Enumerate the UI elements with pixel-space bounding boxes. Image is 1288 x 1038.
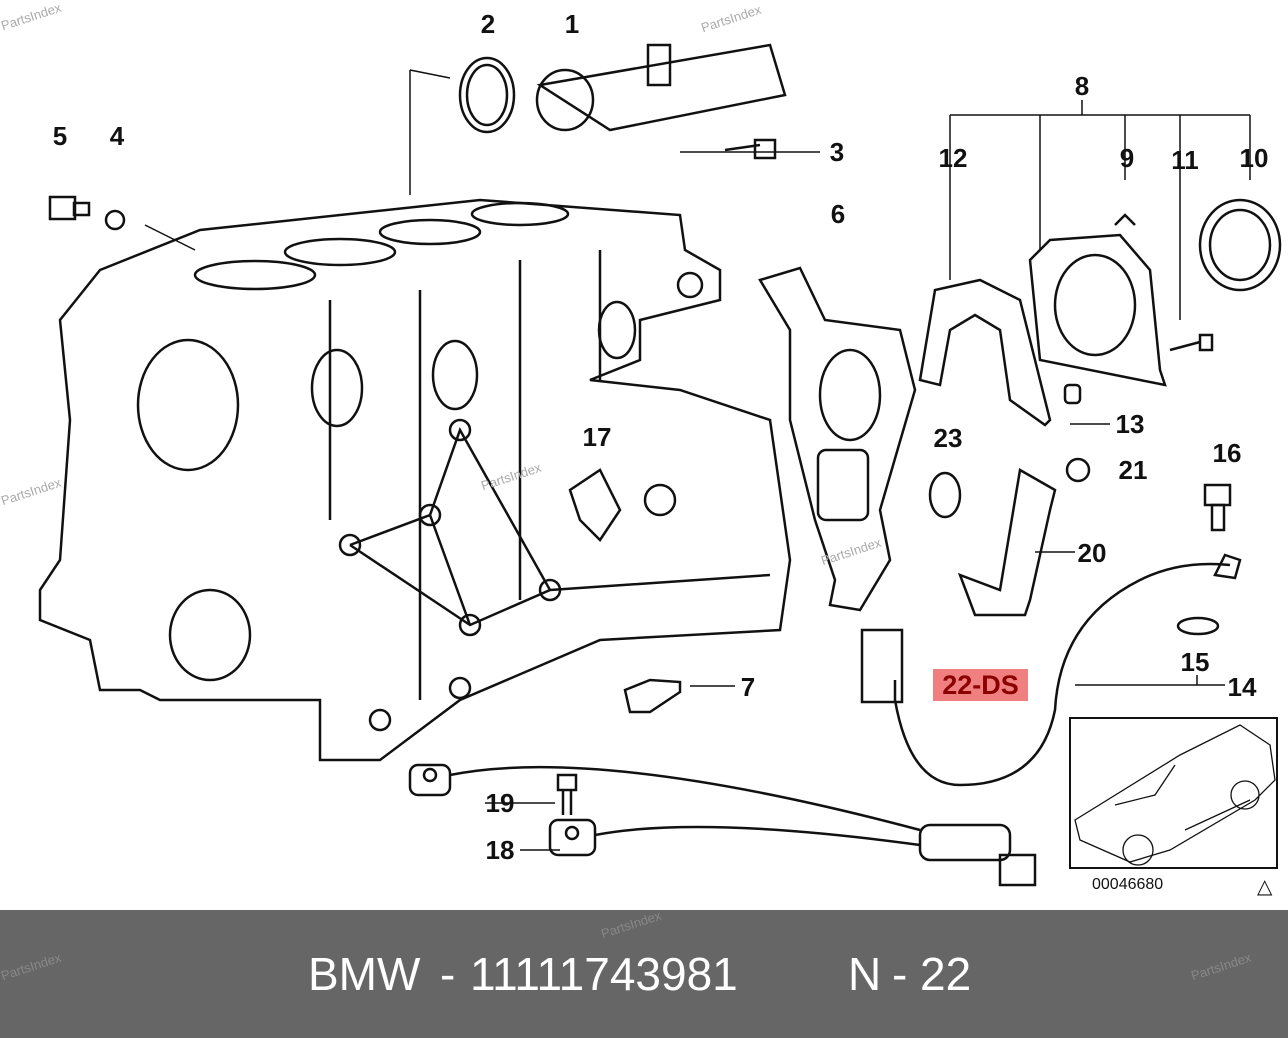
callout-7[interactable]: 7 — [740, 672, 756, 702]
callout-23[interactable]: 23 — [933, 423, 963, 453]
callout-2[interactable]: 2 — [480, 9, 496, 39]
separator: - — [440, 948, 456, 1000]
footer-bar: BMW - 11111743981 N - 22 PartsIndex Part… — [0, 907, 1288, 1038]
parts-diagram — [38, 43, 1282, 887]
callout-16[interactable]: 16 — [1212, 438, 1242, 468]
watermark: PartsIndex — [1189, 949, 1253, 984]
callout-12[interactable]: 12 — [938, 143, 968, 173]
warning-triangle-icon: △ — [1257, 876, 1273, 898]
callout-8[interactable]: 8 — [1074, 71, 1090, 101]
position-label: N — [848, 948, 882, 1000]
callout-15[interactable]: 15 — [1180, 647, 1210, 677]
callout-13[interactable]: 13 — [1115, 409, 1145, 439]
engine-block — [38, 198, 792, 762]
callout-17[interactable]: 17 — [582, 422, 612, 452]
callout-10[interactable]: 10 — [1239, 143, 1269, 173]
part-number: 11111743981 — [470, 948, 738, 1000]
callout-21[interactable]: 21 — [1118, 455, 1148, 485]
watermark: PartsIndex — [0, 949, 63, 984]
callout-3[interactable]: 3 — [829, 137, 845, 167]
callout-19[interactable]: 19 — [485, 788, 515, 818]
brand-label: BMW — [308, 948, 421, 1000]
callout-5[interactable]: 5 — [52, 121, 68, 151]
callout-20[interactable]: 20 — [1077, 538, 1107, 568]
callout-9[interactable]: 9 — [1119, 143, 1135, 173]
callout-18[interactable]: 18 — [485, 835, 515, 865]
watermark: PartsIndex — [599, 907, 663, 942]
position-number: 22 — [920, 948, 972, 1000]
callout-6[interactable]: 6 — [830, 199, 846, 229]
callout-1[interactable]: 1 — [564, 9, 580, 39]
highlighted-part-label[interactable]: 22-DS — [933, 669, 1028, 701]
callout-11[interactable]: 11 — [1171, 145, 1199, 175]
callout-14[interactable]: 14 — [1227, 672, 1257, 702]
diagram-code: 00046680 — [1092, 876, 1164, 893]
callout-4[interactable]: 4 — [109, 121, 125, 151]
separator: - — [892, 948, 908, 1000]
